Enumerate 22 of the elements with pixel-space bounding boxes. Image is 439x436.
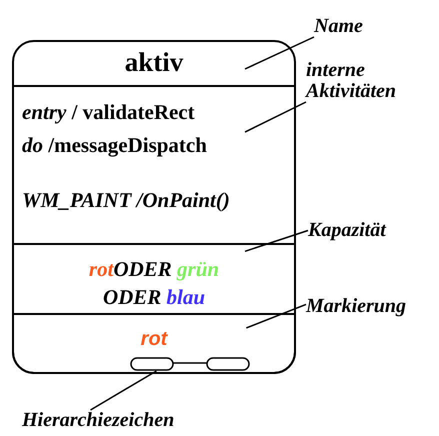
callout-label: Name — [314, 16, 363, 37]
activity-text: WM_PAINT /OnPaint() — [22, 187, 230, 213]
capacity-word: blau — [166, 285, 206, 309]
leader-line — [244, 36, 314, 70]
capacity-word: rot — [88, 257, 114, 281]
activity-text: do /messageDispatch — [22, 132, 207, 158]
leader-line — [90, 370, 157, 411]
state-box — [12, 40, 296, 374]
callout-label: Markierung — [306, 296, 406, 317]
capacity-word: ODER — [102, 285, 162, 309]
callout-label: Kapazität — [308, 220, 386, 241]
marking-text: rot — [140, 327, 169, 351]
callout-label: interne Aktivitäten — [306, 60, 436, 102]
state-name: aktiv — [124, 46, 184, 78]
callout-label: Hierarchiezeichen — [22, 410, 174, 431]
hierarchy-symbol-drawing — [130, 357, 250, 371]
leader-line — [244, 230, 308, 252]
activity-text: entry / validateRect — [22, 99, 195, 125]
leader-line — [244, 101, 306, 133]
capacity-word: grün — [177, 257, 220, 281]
leader-line — [246, 304, 306, 329]
capacity-word: ODER — [113, 257, 172, 281]
